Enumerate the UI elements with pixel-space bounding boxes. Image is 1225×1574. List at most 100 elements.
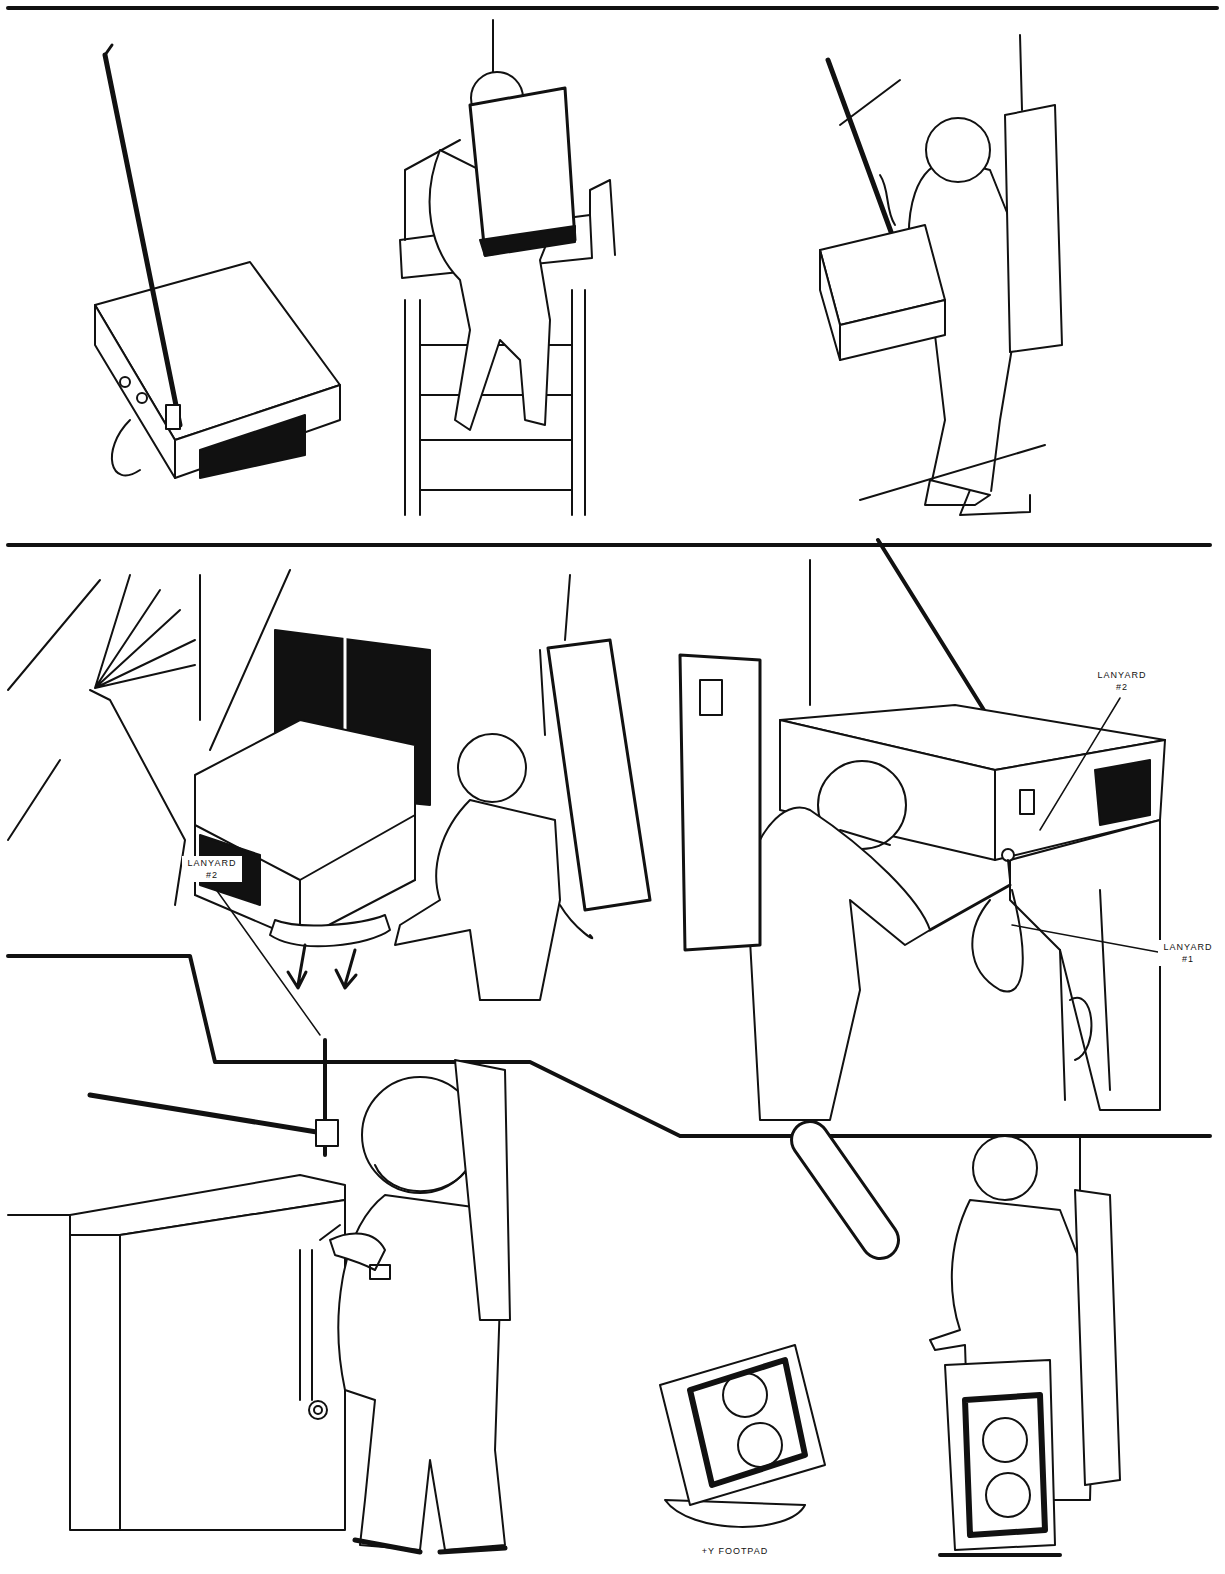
lanyard-release [745,808,930,1120]
panel-dividers [8,8,1217,1136]
package-on-pole [105,55,180,425]
callout-label: +Y FOOTPAD [700,1544,770,1558]
lanyard-release [680,540,1165,1120]
lanyard-pull [300,1250,312,1400]
footpad-package [973,1136,1037,1200]
astronaut-on-ladder [584,290,586,515]
footpad-package [965,1395,1045,1535]
leader-lines [215,698,1158,1035]
lanyard-release [840,830,890,845]
package-removal [95,575,195,688]
astronaut-on-ladder [470,88,575,255]
astronaut-carrying-package [925,480,1030,515]
panel-dividers [8,543,1210,547]
lanyard-pull [314,1406,322,1414]
package-on-pole [112,420,140,475]
astronaut-on-ladder [420,489,572,491]
package-on-pole [200,415,305,478]
lanyard-release [1060,950,1065,1100]
lanyard-release [1095,760,1150,825]
package-on-pole [137,393,147,403]
package-removal [210,570,290,750]
astronaut-on-ladder [420,394,572,396]
lanyard-release [1008,860,1010,880]
footpad-package [945,1360,1055,1550]
astronaut-carrying-package [820,250,840,360]
lanyard-pull [316,1120,338,1146]
package-removal [565,575,570,640]
callout-label: LANYARD #1 [1158,940,1218,966]
package-removal [395,800,560,1000]
astronaut-on-ladder [480,226,575,256]
footpad-package [665,1500,805,1527]
package-removal [8,760,60,840]
lanyard-pull [8,1040,510,1552]
package-on-pole [105,45,112,55]
package-on-pole [175,385,340,478]
lanyard-release [1010,820,1160,1110]
package-removal [90,690,185,905]
astronaut-on-ladder [420,439,572,441]
astronaut-on-ladder [404,300,406,515]
astronaut-carrying-package [1005,105,1062,352]
callout-label: LANYARD #2 [1092,668,1152,694]
footpad-package [1075,1190,1120,1485]
package-removal [8,570,650,1000]
footpad-package [723,1373,767,1417]
lanyard-pull [309,1401,327,1419]
astronaut-carrying-package [926,118,990,182]
leader-lines [215,888,320,1035]
lanyard-release [1020,790,1034,814]
astronaut-carrying-package [1020,35,1022,110]
package-removal [288,945,306,988]
lanyard-pull [90,1095,335,1135]
astronaut-carrying-package [840,80,900,125]
package-removal [270,915,390,946]
package-removal [560,905,592,938]
package-on-pole [120,377,130,387]
lanyard-pull [355,1540,505,1552]
footpad-package [940,1553,1060,1557]
callout-label: LANYARD #2 [182,856,242,882]
footpad-package [738,1423,782,1467]
leader-lines [1012,925,1158,952]
footpad-package [1079,1135,1081,1190]
package-on-pole [95,45,340,478]
package-removal [458,734,526,802]
lanyard-pull [119,1235,121,1530]
package-removal [199,575,201,720]
leader-lines [1040,698,1120,830]
astronaut-carrying-package [820,35,1062,515]
package-on-pole [166,405,180,429]
package-removal [414,815,416,880]
footpad-package [986,1473,1030,1517]
footpad-package [660,1345,825,1505]
astronaut-on-ladder [571,290,573,515]
footpad-package [660,1135,1120,1555]
package-removal [8,580,100,690]
footpad-package [983,1418,1027,1462]
lanyard-release [1070,998,1091,1060]
package-removal [548,640,650,910]
astronaut-carrying-package [860,445,1045,500]
astronaut-on-ladder [400,20,615,515]
astronaut-carrying-package [880,175,895,225]
lanyard-release [809,560,811,705]
astronaut-on-ladder [419,300,421,515]
panel-dividers [8,956,1210,1136]
lanyard-pull [70,1200,345,1530]
astronaut-carrying-package [840,300,945,360]
package-removal [336,950,356,988]
lanyard-release [930,885,1010,930]
astronaut-on-ladder [492,20,494,72]
lanyard-pull [370,1265,390,1279]
footpad-package [690,1360,805,1485]
lanyard-release [972,890,1022,992]
lanyard-pull [8,1214,70,1216]
lanyard-release [1100,890,1110,1090]
footpad-package [810,1140,880,1240]
lanyard-pull [455,1060,510,1320]
lanyard-release [700,680,722,715]
